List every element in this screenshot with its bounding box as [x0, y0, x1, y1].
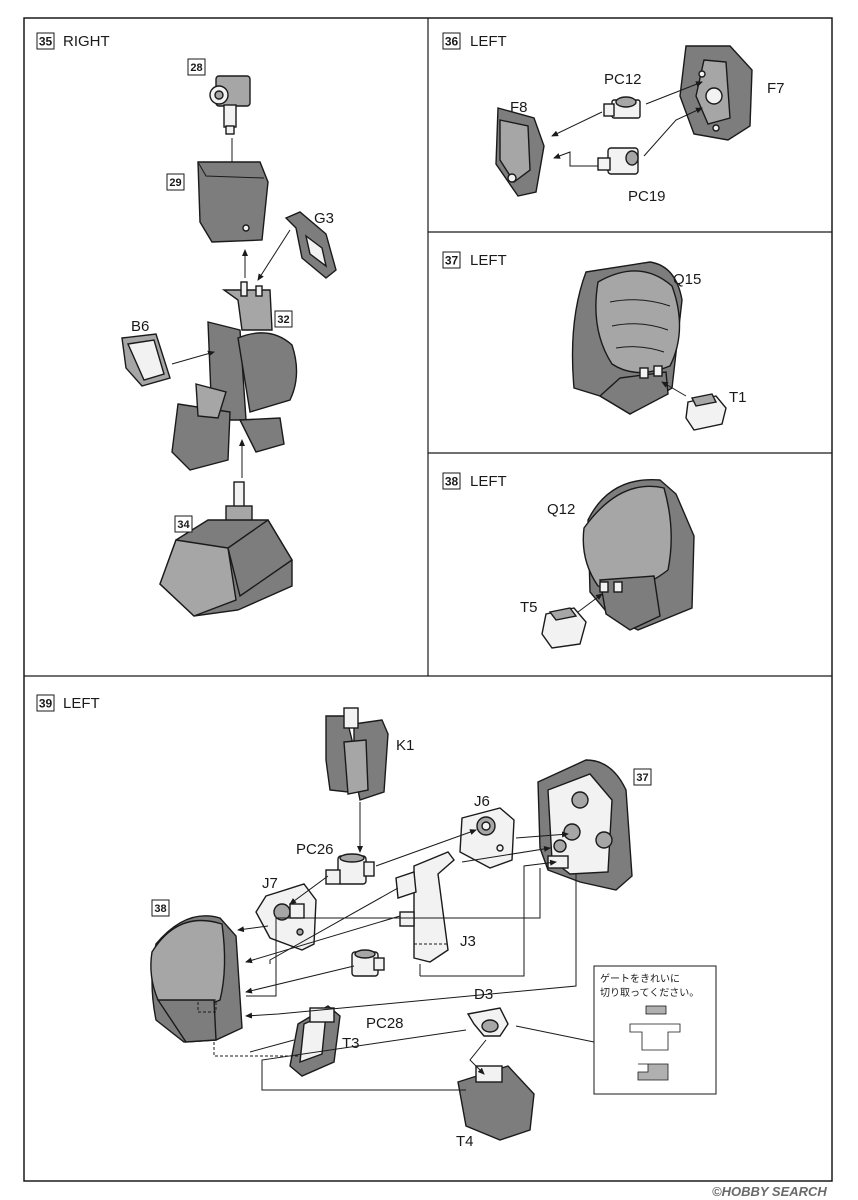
- part-pc26-drawing: [325, 853, 375, 885]
- step-number: 38: [445, 475, 459, 489]
- part-label-t3: T3: [342, 1035, 360, 1052]
- part-29-drawing: [197, 161, 269, 243]
- part-label-t4: T4: [456, 1133, 474, 1150]
- part-label-pc12: PC12: [604, 71, 642, 88]
- part-label-b6: B6: [131, 318, 149, 335]
- part-label-t1: T1: [729, 389, 747, 406]
- step-38-header: 38 LEFT: [442, 472, 507, 490]
- part-label-34: 34: [177, 519, 190, 531]
- step-39-header: 39 LEFT: [36, 694, 100, 712]
- part-label-d3: D3: [474, 986, 493, 1003]
- part-j3-drawing: [395, 851, 455, 963]
- gate-cut-note: ゲートをきれいに 切り取ってください。: [593, 965, 717, 1095]
- part-label-29: 29: [169, 177, 181, 189]
- part-t3-drawing: [289, 1005, 341, 1077]
- step-38-assembly: [541, 478, 695, 649]
- step-39-assembly: [150, 707, 633, 1141]
- step-number: 35: [39, 35, 53, 49]
- part-label-j7: J7: [262, 875, 278, 892]
- step-37-header: 37 LEFT: [442, 251, 507, 269]
- part-32-drawing: [171, 281, 298, 471]
- part-j7-drawing: [255, 883, 317, 951]
- step-side-label: LEFT: [63, 695, 100, 712]
- part-j6-drawing: [459, 807, 515, 869]
- step-number: 39: [39, 697, 53, 711]
- assembly-37-drawing: [537, 759, 633, 891]
- assembly-38-drawing: [150, 915, 243, 1043]
- note-line-1: ゲートをきれいに: [600, 973, 680, 985]
- part-label-pc28: PC28: [366, 1015, 404, 1032]
- step-36-header: 36 LEFT: [442, 32, 507, 50]
- part-label-k1: K1: [396, 737, 414, 754]
- step-side-label: LEFT: [470, 252, 507, 269]
- part-k1-drawing: [325, 707, 389, 801]
- part-label-g3: G3: [314, 210, 334, 227]
- part-pc19-drawing: [597, 147, 639, 175]
- step-35-header: 35 RIGHT: [36, 32, 110, 50]
- step-number: 37: [445, 254, 459, 268]
- part-label-pc19: PC19: [628, 188, 666, 205]
- step-36-assembly: [495, 45, 753, 197]
- part-label-pc26: PC26: [296, 841, 334, 858]
- part-label-t5: T5: [520, 599, 538, 616]
- part-34-drawing: [159, 481, 293, 617]
- part-label-28: 28: [190, 62, 202, 74]
- step-35-assembly: [121, 75, 337, 617]
- part-label-32: 32: [277, 314, 289, 326]
- part-t4-drawing: [457, 1065, 535, 1141]
- ref-label-38: 38: [154, 903, 166, 915]
- note-line-2: 切り取ってください。: [600, 987, 699, 999]
- part-label-q15: Q15: [673, 271, 701, 288]
- part-pc28-drawing: [351, 949, 385, 977]
- part-label-f8: F8: [510, 99, 528, 116]
- step-37-assembly: [571, 261, 727, 431]
- part-d3-drawing: [466, 1007, 509, 1037]
- part-28-drawing: [209, 75, 251, 135]
- step-side-label: LEFT: [470, 473, 507, 490]
- step-side-label: LEFT: [470, 33, 507, 50]
- part-label-j3: J3: [460, 933, 476, 950]
- part-pc12-drawing: [603, 96, 641, 119]
- ref-label-37: 37: [636, 772, 648, 784]
- panel-borders: [23, 17, 833, 1182]
- part-t5-drawing: [541, 607, 587, 649]
- part-label-q12: Q12: [547, 501, 575, 518]
- watermark: ©HOBBY SEARCH: [712, 1184, 827, 1199]
- step-number: 36: [445, 35, 459, 49]
- part-label-j6: J6: [474, 793, 490, 810]
- part-label-f7: F7: [767, 80, 785, 97]
- step-side-label: RIGHT: [63, 33, 110, 50]
